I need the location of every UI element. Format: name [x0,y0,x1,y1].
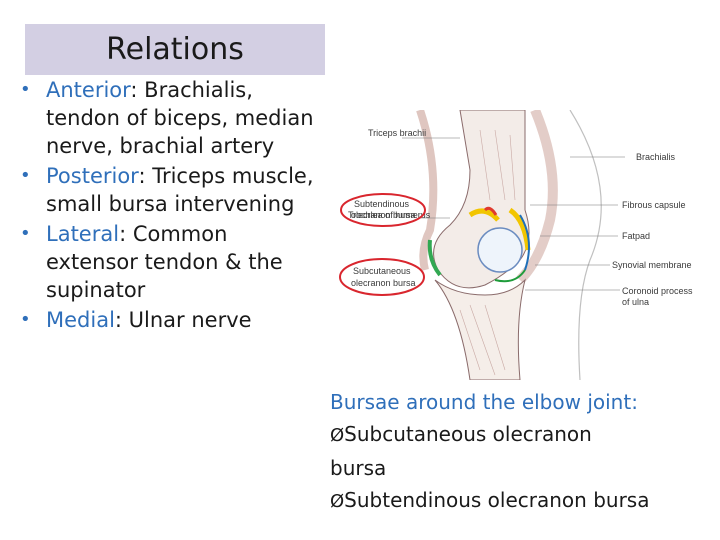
synovial-blue [519,214,530,271]
ulna-shape [434,278,526,380]
bullet-dot: • [20,165,31,186]
bullet-posterior: • Posterior: Triceps muscle, small bursa… [20,162,320,218]
label-coronoid-1: Coronoid process [622,286,693,296]
capsule-yellow-right [508,207,531,251]
caption-title: Bursae around the elbow joint: [330,390,638,414]
caption-item-subtendinous: ØSubtendinous olecranon bursa [330,484,715,518]
label-trochlea: Trochlea of humerus [348,210,431,220]
bullet-medial: • Medial: Ulnar nerve [20,306,320,334]
label-subcutaneous-1: Subcutaneous [353,266,411,276]
forearm-line [569,110,602,380]
slide-title: Relations [106,32,244,67]
elbow-diagram-svg: Triceps brachii Trochlea of humerus Subt… [339,110,693,380]
label-subcutaneous-2: olecranon bursa [351,278,416,288]
trochlea-shape [477,227,523,273]
term-lateral: Lateral [46,222,120,246]
subcutaneous-bursa-shape [427,239,442,277]
text-medial: : Ulnar nerve [114,308,252,332]
bullet-dot: • [20,223,31,244]
capsule-yellow [468,208,500,222]
brachialis-muscle [516,110,558,284]
term-medial: Medial [46,308,115,332]
triceps-muscle [416,110,438,271]
bullet-lateral: • Lateral: Common extensor tendon & the … [20,220,320,304]
label-subtendinous-2: olecranon bursa [351,210,416,220]
text-posterior: : Triceps muscle, small bursa intervenin… [46,164,314,216]
term-posterior: Posterior [46,164,139,188]
elbow-diagram: Triceps brachii Trochlea of humerus Subt… [320,110,720,380]
label-triceps: Triceps brachii [368,128,426,138]
circle-subtendinous [340,193,426,227]
caption-item1-line2: bursa [330,456,387,480]
bullet-dot: • [20,79,31,100]
label-fatpad: Fatpad [622,231,650,241]
capsule-red [483,206,498,216]
bursae-caption: Bursae around the elbow joint: ØSubcutan… [330,386,715,518]
title-box: Relations [25,24,325,75]
bullet-dot: • [20,309,31,330]
synovial-green [494,269,526,283]
caption-item1-line1: Subcutaneous olecranon [344,422,592,446]
relations-list: • Anterior: Brachialis, tendon of biceps… [20,76,320,336]
text-anterior: : Brachialis, tendon of biceps, median n… [46,78,314,158]
caption-item-subcutaneous: ØSubcutaneous olecranon [330,418,715,452]
label-fibrous-capsule: Fibrous capsule [622,200,686,210]
arrow-bullet: Ø [330,491,345,512]
label-coronoid-2: of ulna [622,297,649,307]
label-subtendinous-1: Subtendinous [354,199,410,209]
circle-subcutaneous [339,258,425,296]
label-synovial-membrane: Synovial membrane [612,260,692,270]
label-brachialis: Brachialis [636,152,676,162]
text-lateral: : Common extensor tendon & the supinator [46,222,283,302]
arrow-bullet: Ø [330,425,345,446]
caption-item2: Subtendinous olecranon bursa [344,488,650,512]
bullet-anterior: • Anterior: Brachialis, tendon of biceps… [20,76,320,160]
term-anterior: Anterior [46,78,131,102]
